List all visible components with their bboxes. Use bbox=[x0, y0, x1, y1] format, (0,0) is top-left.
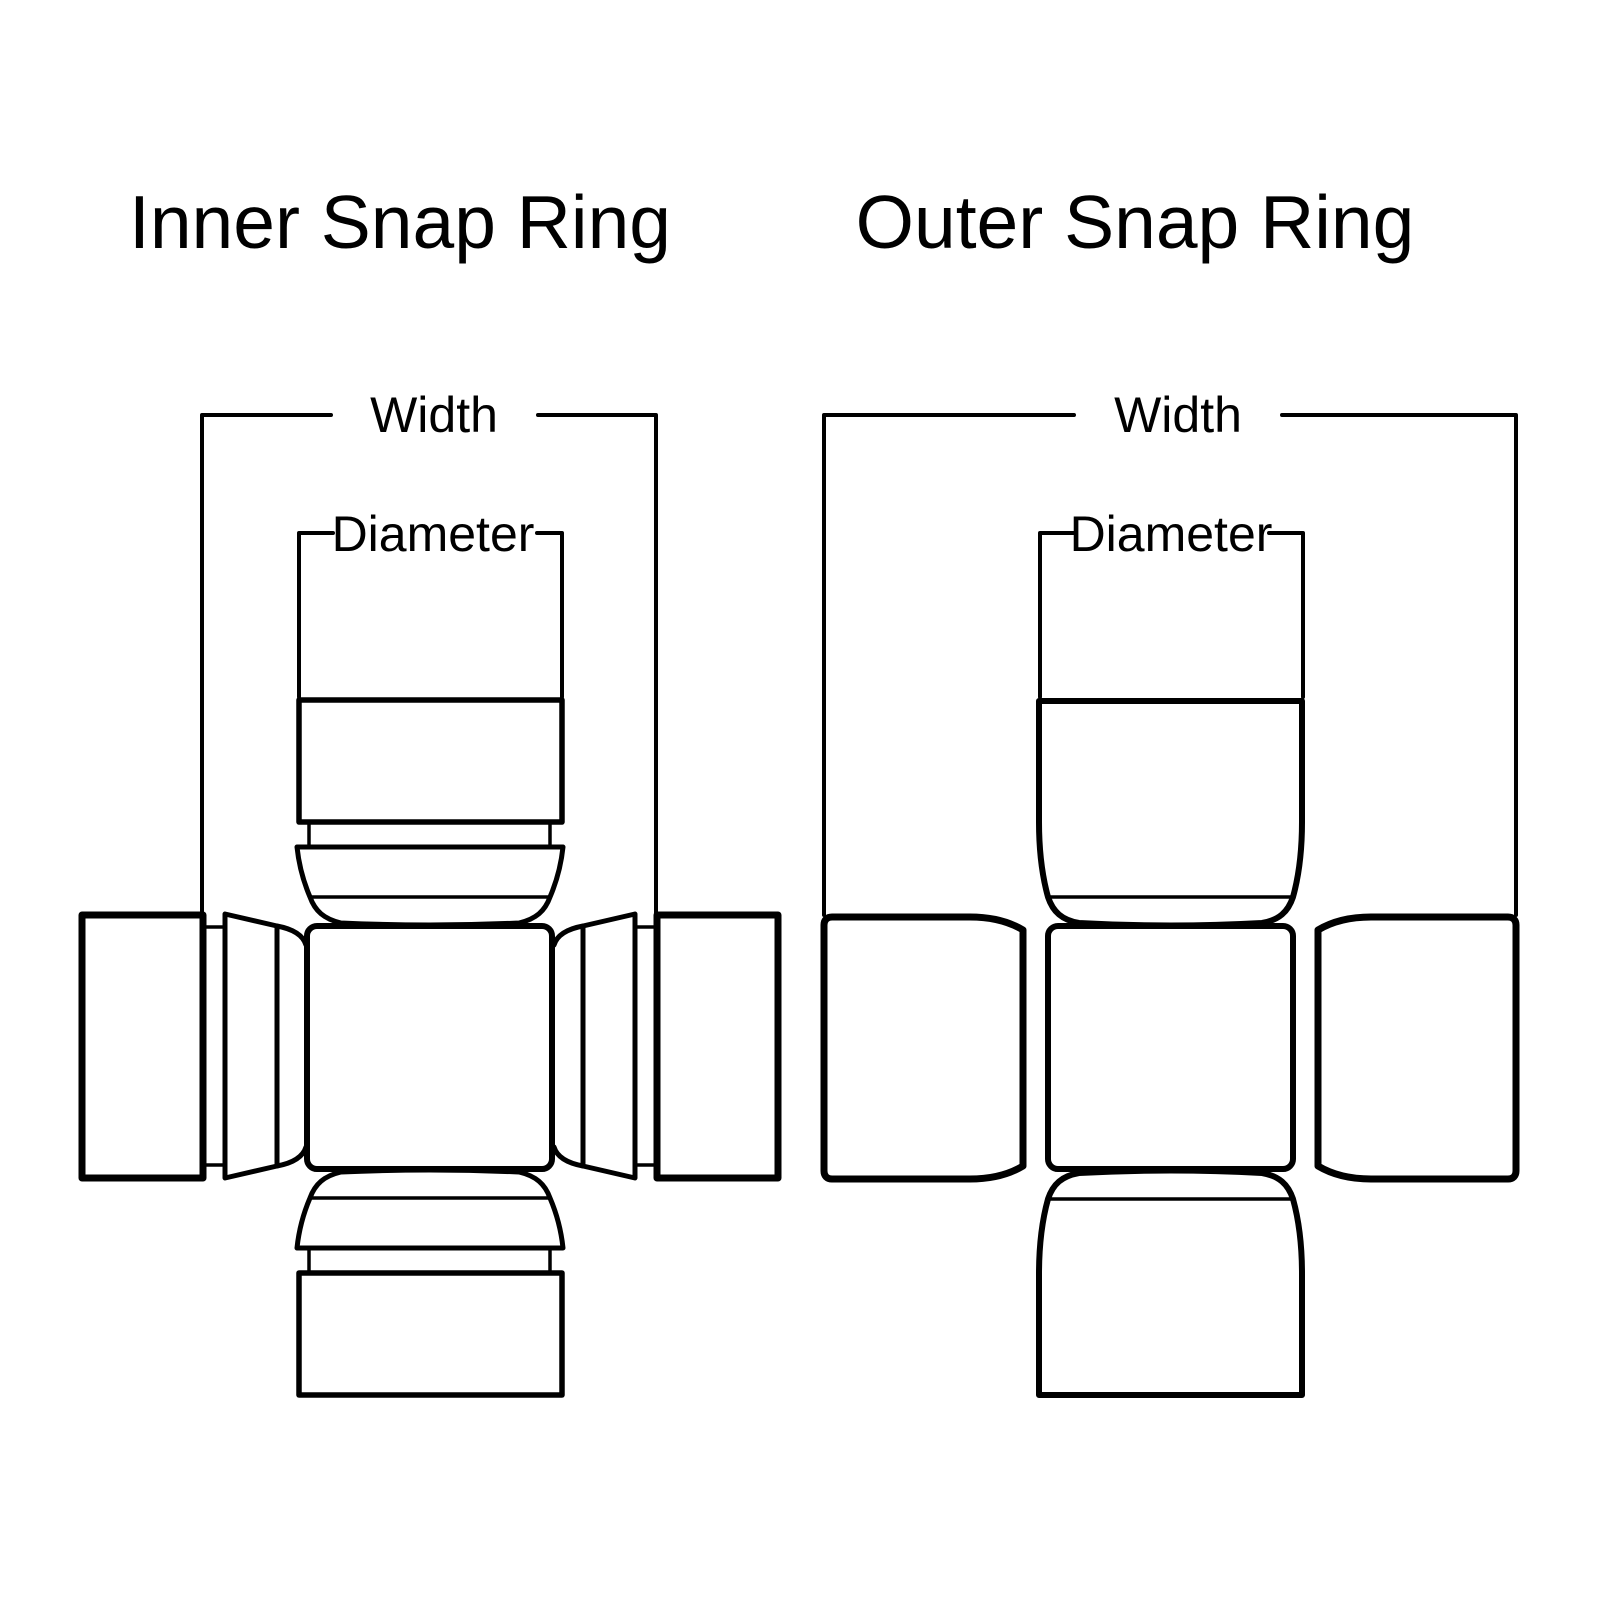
inner-diameter-bracket bbox=[297, 531, 564, 699]
outer-diagram-title: Outer Snap Ring bbox=[856, 180, 1415, 264]
outer-bottom-bearing-cap bbox=[1036, 1167, 1305, 1398]
inner-left-neck bbox=[274, 923, 309, 1169]
inner-left-groove-lines bbox=[201, 925, 227, 1167]
outer-diameter-label: Diameter bbox=[1070, 506, 1273, 562]
inner-top-bearing-cap bbox=[296, 697, 565, 825]
inner-right-groove-lines bbox=[633, 925, 659, 1167]
inner-left-bearing-cap bbox=[78, 911, 207, 1182]
inner-bottom-snap-ring-flange bbox=[294, 1167, 566, 1251]
inner-cross-body bbox=[304, 923, 555, 1172]
outer-snap-ring-diagram: Outer Snap Ring Width Diameter bbox=[820, 180, 1520, 1398]
outer-left-bearing-cap bbox=[820, 913, 1027, 1183]
outer-width-label: Width bbox=[1114, 387, 1242, 443]
outer-right-bearing-cap bbox=[1314, 913, 1520, 1183]
inner-diameter-label: Diameter bbox=[332, 506, 535, 562]
outer-diameter-bracket bbox=[1038, 531, 1305, 699]
inner-top-snap-ring-flange bbox=[294, 844, 566, 928]
inner-right-bearing-cap bbox=[653, 911, 782, 1182]
inner-top-snap-ring-groove bbox=[307, 820, 552, 849]
inner-bottom-snap-ring-groove bbox=[307, 1246, 552, 1275]
outer-top-bearing-cap bbox=[1036, 698, 1305, 929]
inner-width-bracket bbox=[200, 413, 658, 915]
inner-left-snap-ring bbox=[222, 911, 280, 1181]
inner-right-snap-ring bbox=[580, 911, 638, 1181]
outer-width-bracket bbox=[822, 413, 1518, 917]
inner-width-label: Width bbox=[370, 387, 498, 443]
outer-cross-body bbox=[1045, 923, 1296, 1172]
inner-bottom-bearing-cap bbox=[296, 1270, 565, 1398]
inner-diagram-title: Inner Snap Ring bbox=[129, 180, 671, 264]
inner-snap-ring-diagram: Inner Snap Ring Width Diameter bbox=[78, 180, 782, 1398]
inner-right-neck bbox=[551, 923, 586, 1169]
